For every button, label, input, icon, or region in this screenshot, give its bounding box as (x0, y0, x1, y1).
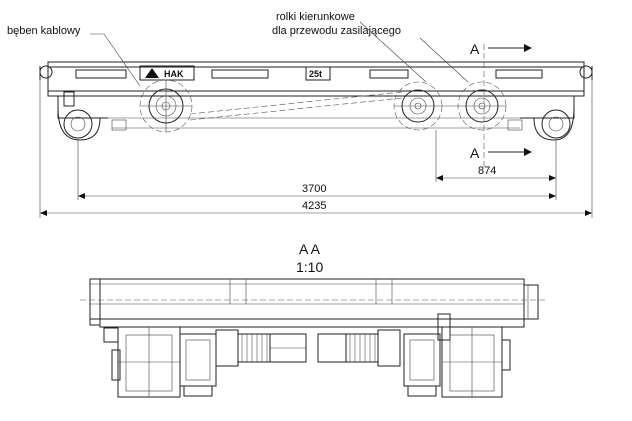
section-beam (89, 278, 525, 320)
power-cable-path (189, 91, 403, 115)
brand-plate-text: HAK (164, 69, 184, 79)
left-buffer (57, 91, 101, 141)
section-left-motor (215, 329, 307, 367)
dimension-4235: 4235 (39, 80, 593, 218)
capacity-plate (305, 66, 331, 81)
cable-drum (139, 79, 193, 133)
section-title: A A 1:10 (296, 241, 323, 275)
section-left-gearbox (179, 333, 217, 397)
beam-slot-1 (75, 69, 127, 79)
beam-slot-4 (495, 69, 543, 79)
right-lug (579, 65, 593, 79)
callout-cable-drum: bęben kablowy (7, 25, 141, 87)
section-left-wheel-block (103, 326, 181, 398)
section-right-motor (317, 329, 401, 367)
guide-rollers-label-line1: rolki kierunkowe (276, 11, 355, 23)
dimension-874-text: 874 (478, 165, 496, 177)
dimension-874: 874 (435, 130, 557, 182)
dimension-4235-text: 4235 (302, 200, 326, 212)
crane-end-carriage-elevation: HAK 25t (39, 61, 593, 141)
section-title-text: A A (299, 241, 321, 257)
dimension-3700-text: 3700 (302, 183, 326, 195)
right-buffer (533, 107, 575, 141)
cable-drum-label: bęben kablowy (7, 25, 81, 37)
section-mark-top-label: A (470, 41, 480, 57)
left-lug (39, 65, 53, 79)
section-a-a-view (80, 278, 546, 398)
callout-guide-rollers: rolki kierunkowe dla przewodu zasilające… (272, 11, 469, 83)
section-marker-top: A (470, 41, 532, 170)
beam-slot-2 (211, 69, 269, 79)
guide-rollers-label-line2: dla przewodu zasilającego (272, 25, 401, 37)
section-marker-bottom: A (470, 145, 532, 161)
main-beam (47, 61, 585, 97)
beam-slot-3 (369, 69, 409, 79)
section-scale-text: 1:10 (296, 259, 323, 275)
section-right-gearbox (403, 313, 451, 397)
dimension-3700: 3700 (77, 140, 557, 200)
section-rail (99, 318, 525, 328)
capacity-plate-text: 25t (309, 69, 322, 79)
section-right-wheel-block (441, 326, 511, 398)
section-mark-bottom-label: A (470, 145, 480, 161)
brand-logo-icon (145, 68, 159, 78)
